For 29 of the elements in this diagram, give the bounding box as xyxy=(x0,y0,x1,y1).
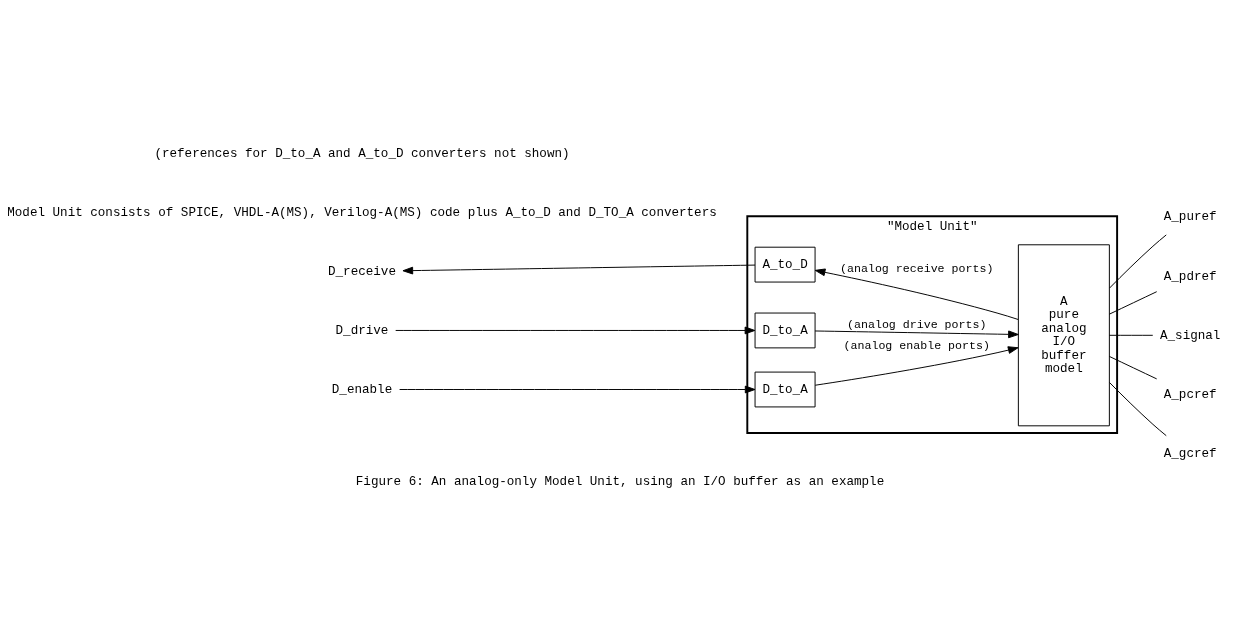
arrow xyxy=(395,326,756,335)
node-text: A_puref xyxy=(1163,210,1217,225)
arrow xyxy=(814,346,1019,386)
node-text: A_pdref xyxy=(1163,269,1217,284)
node-box: A pure analog I/O buffer model xyxy=(1017,244,1110,427)
node-text: A_gcref xyxy=(1163,446,1217,461)
node-box: D_to_A xyxy=(754,312,816,349)
connector xyxy=(1108,355,1158,380)
edge-label: (analog receive ports) xyxy=(840,261,994,275)
arrow xyxy=(814,330,1019,339)
arrow xyxy=(814,268,1019,320)
connector xyxy=(1109,382,1167,437)
arrow xyxy=(399,385,756,394)
caption: Figure 6: An analog-only Model Unit, using an I/O buffer as an example xyxy=(355,474,885,489)
node-box: D_to_A xyxy=(754,371,816,408)
node-text: D_enable xyxy=(331,382,393,397)
node-text: D_receive xyxy=(328,264,396,279)
edge-label: (analog enable ports) xyxy=(843,339,990,353)
connector xyxy=(1108,334,1154,336)
connector xyxy=(1108,291,1158,315)
node-text: A_signal xyxy=(1160,328,1221,343)
connector xyxy=(1109,234,1167,289)
node-box: A_to_D xyxy=(754,246,816,283)
label: (references for D_to_A and A_to_D converters not shown) xyxy=(154,146,570,161)
node-text: D_drive xyxy=(335,323,389,338)
edge-label: (analog drive ports) xyxy=(847,318,987,332)
label: Model Unit consists of SPICE, VHDL-A(MS), Verilog-A(MS) code plus A_to_D and D_TO_A converters xyxy=(7,205,717,220)
arrow xyxy=(402,264,756,275)
node-text: A_pcref xyxy=(1163,387,1217,402)
